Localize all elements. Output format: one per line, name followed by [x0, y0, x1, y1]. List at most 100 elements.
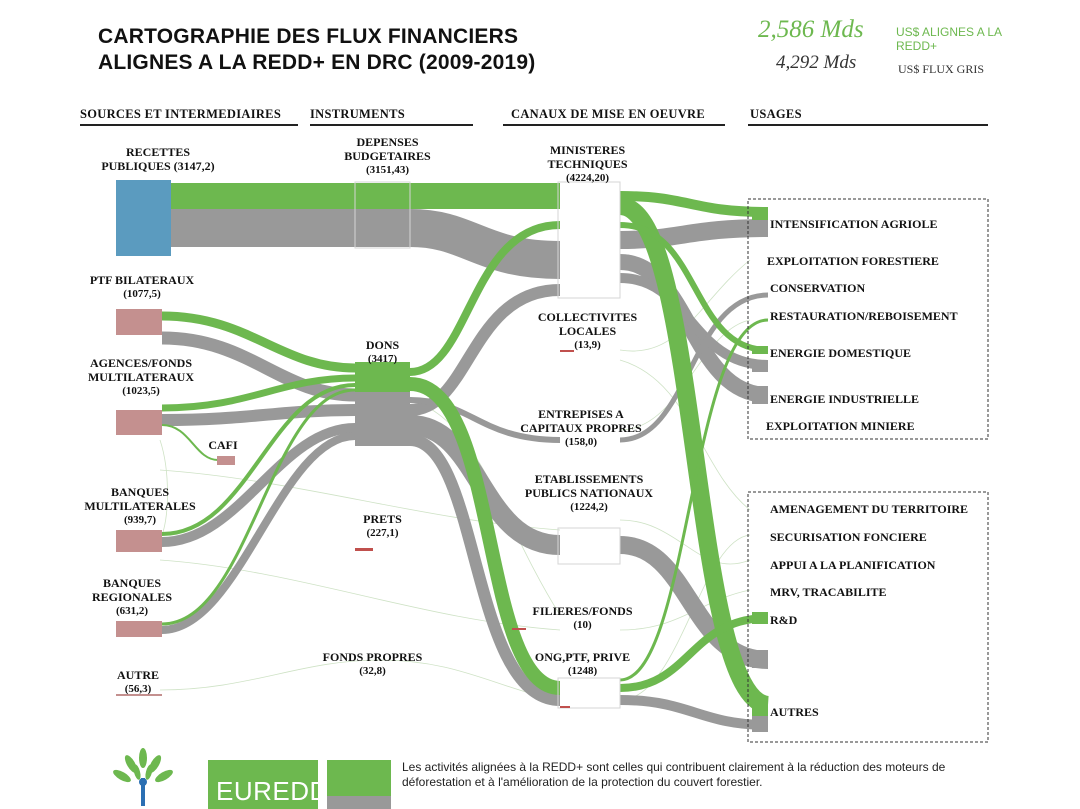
node-ministeres	[557, 181, 621, 299]
green-link-ong-restauration	[619, 318, 769, 682]
grey-link-etab-autre	[619, 536, 769, 669]
grey-link-min-energie-dom	[619, 273, 769, 370]
grey-link-ptf-dons	[161, 331, 356, 402]
use-node-energie-ind	[752, 386, 768, 404]
use-label-mrv: MRV, TRACABILITE	[768, 585, 889, 600]
green-link-bm-dons	[161, 383, 356, 536]
column-rule-sources	[80, 124, 298, 126]
node-bm	[116, 530, 162, 552]
source-label-ptf: PTF BILATERAUX(1077,5)	[89, 273, 195, 300]
column-rule-uses	[748, 124, 988, 126]
green-link-min-energie-dom	[619, 222, 769, 353]
page-title: CARTOGRAPHIE DES FLUX FINANCIERS ALIGNES…	[98, 24, 535, 76]
node-agences	[116, 410, 162, 435]
kpi-aligned-value: 2,586 Mds	[758, 16, 864, 43]
legend-grey-swatch	[327, 796, 391, 809]
source-label-br: BANQUES REGIONALES(631,2)	[91, 576, 173, 617]
source-label-agences: AGENCES/FONDS MULTILATERAUX(1023,5)	[87, 356, 195, 397]
thin-link	[619, 519, 751, 565]
source-label-recettes: RECETTES PUBLIQUES (3147,2)	[101, 145, 215, 173]
node-ong	[557, 677, 621, 709]
green-link-min-agri	[619, 191, 769, 217]
use-node-energie-dom-grey	[752, 360, 768, 372]
green-flows-instruments	[409, 183, 562, 695]
column-header-instruments: INSTRUMENTS	[310, 107, 405, 121]
grey-link-min-agri	[619, 219, 769, 249]
column-header-channels: CANAUX DE MISE EN OEUVRE	[511, 107, 706, 121]
use-label-exploitation-miniere: EXPLOITATION MINIERE	[764, 419, 917, 434]
use-node-autres-grey	[752, 716, 768, 732]
instrument-label-depenses: DEPENSES BUDGETAIRES(3151,43)	[344, 135, 431, 176]
green-flows-channels	[618, 191, 771, 714]
node-recettes	[116, 180, 171, 256]
footer-note: Les activités alignées à la REDD+ sont c…	[402, 760, 946, 789]
use-label-conservation: CONSERVATION	[768, 281, 868, 296]
use-label-appui: APPUI A LA PLANIFICATION	[768, 558, 938, 573]
euredd-logo	[208, 760, 318, 809]
node-br	[116, 621, 162, 637]
source-label-cafi: CAFI	[208, 438, 238, 452]
grey-link-ong-autres	[619, 695, 769, 730]
use-label-amenagement: AMENAGEMENT DU TERRITOIRE	[768, 502, 971, 517]
channel-label-filieres: FILIERES/FONDS(10)	[532, 604, 633, 631]
node-depenses	[354, 181, 411, 249]
use-node-rd	[752, 612, 768, 624]
use-nodes	[752, 208, 768, 732]
use-label-energie-domestique: ENERGIE DOMESTIQUE	[768, 346, 914, 361]
use-label-restauration: RESTAURATION/REBOISEMENT	[768, 309, 960, 324]
use-node-agri-green	[752, 208, 768, 220]
thin-link	[159, 659, 381, 691]
source-label-autre: AUTRE(56,3)	[116, 668, 159, 695]
kpi-aligned-unit: US$ ALIGNES A LA REDD+	[896, 25, 1002, 53]
node-dons-aligned	[355, 362, 410, 392]
node-ong-small	[560, 706, 570, 708]
column-rule-instruments	[310, 124, 473, 126]
node-cafi	[217, 456, 235, 465]
use-node-agri-grey	[752, 220, 768, 236]
node-ptf	[116, 309, 162, 335]
use-label-rd: R&D	[768, 613, 800, 628]
use-label-securisation: SECURISATION FONCIERE	[768, 530, 929, 545]
kpi-grey-unit: US$ FLUX GRIS	[898, 62, 985, 76]
node-autre	[116, 694, 162, 696]
green-link-dons-ministeres	[409, 221, 561, 376]
grey-flows-sources	[161, 209, 410, 634]
node-prets	[355, 548, 373, 551]
source-label-bm: BANQUES MULTILATERALES(939,7)	[84, 485, 196, 526]
use-label-exploitation-forestiere: EXPLOITATION FORESTIERE	[765, 254, 941, 269]
source-nodes	[116, 180, 235, 696]
column-header-sources: SOURCES ET INTERMEDIAIRES	[80, 107, 282, 121]
green-link-agences-cafi	[161, 424, 219, 461]
channel-label-entreprises: ENTREPISES A CAPITAUX PROPRES(158,0)	[520, 407, 642, 448]
node-etablissements	[557, 527, 621, 565]
thin-link	[619, 534, 751, 701]
node-collectivites	[560, 350, 574, 352]
title-line-2: ALIGNES A LA REDD+ EN DRC (2009-2019)	[98, 51, 536, 74]
green-link-br-dons	[161, 388, 356, 626]
euredd-logo-text: EUREDD	[216, 776, 329, 806]
green-link-ptf-dons	[161, 311, 356, 373]
title-line-1: CARTOGRAPHIE DES FLUX FINANCIERS	[98, 25, 519, 48]
grey-link-bm-dons	[161, 423, 356, 547]
kpi-grey-value: 4,292 Mds	[776, 52, 857, 73]
grey-link-br-dons	[161, 432, 356, 634]
channel-nodes	[512, 181, 621, 709]
node-filieres	[512, 628, 526, 630]
channel-label-ministeres: MINISTERES TECHNIQUES(4224,20)	[547, 143, 628, 184]
channel-label-ong: ONG,PTF, PRIVE(1248)	[534, 650, 631, 677]
instrument-nodes	[354, 181, 411, 551]
column-header-uses: USAGES	[750, 107, 802, 121]
use-label-energie-industrielle: ENERGIE INDUSTRIELLE	[768, 392, 922, 407]
use-label-intensification: INTENSIFICATION AGRIOLE	[768, 217, 940, 232]
instrument-label-prets: PRETS(227,1)	[363, 512, 402, 539]
use-node-autres-green	[752, 696, 768, 716]
uses-group-enabling	[747, 491, 989, 743]
green-link-ong-rd	[619, 614, 769, 692]
channel-label-etablissements: ETABLISSEMENTS PUBLICS NATIONAUX(1224,2)	[524, 472, 654, 513]
instrument-label-dons: DONS(3417)	[365, 338, 400, 365]
channel-label-collectivites: COLLECTIVITES LOCALES(13,9)	[537, 310, 638, 351]
tree-logo-icon	[113, 748, 173, 806]
column-rule-channels	[503, 124, 725, 126]
uses-group-direct	[747, 198, 989, 440]
